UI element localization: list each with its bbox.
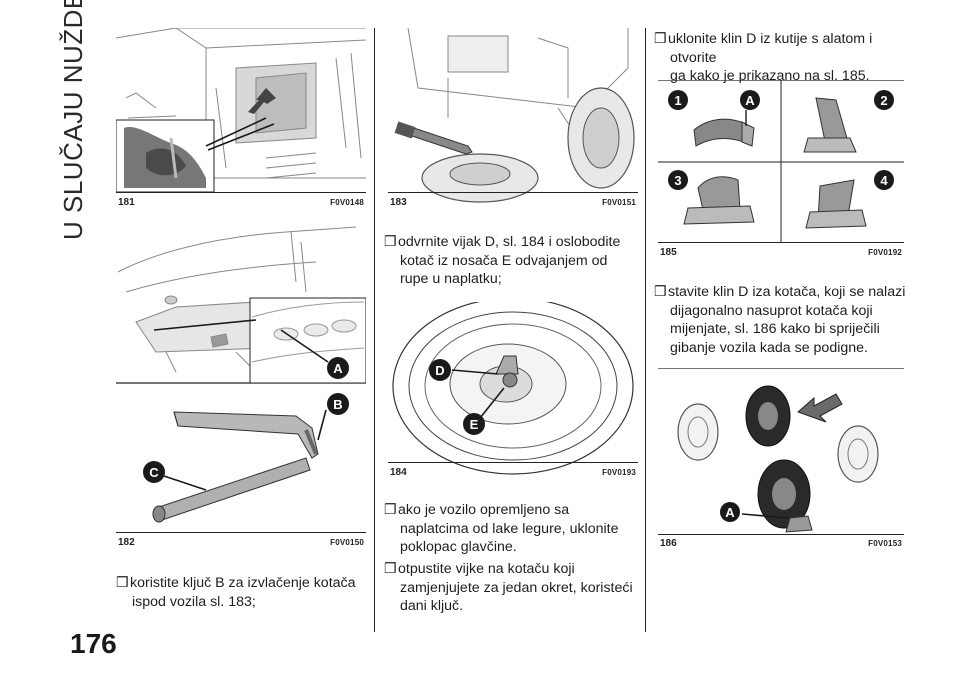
figure-code: F0V0150 [330,538,364,547]
column-divider [374,28,375,632]
figure-rule [388,192,638,194]
figure-rule [658,534,904,536]
figure-number: 185 [660,247,677,258]
callout-d: D [435,363,444,378]
callout-e: E [470,417,479,432]
figure-186-illustration: A [658,368,904,533]
figure-code: F0V0148 [330,198,364,207]
figure-rule [116,192,366,194]
callout-3: 3 [674,173,681,188]
figure-code: F0V0193 [602,468,636,477]
callout-4: 4 [880,173,888,188]
bullet-icon: ❒ [384,233,397,249]
callout-a: A [333,361,343,376]
figure-183-illustration [394,28,635,203]
figure-181-illustration [116,28,366,193]
figure-code: F0V0151 [602,198,636,207]
figure-182: A B C 182 F0V0150 [116,222,366,554]
bullet-icon: ❒ [384,560,397,576]
bullet-icon: ❒ [116,574,129,590]
callout-b: B [333,397,342,412]
bullet-icon: ❒ [654,283,667,299]
callout-a: A [745,93,755,108]
figure-number: 184 [390,467,407,478]
figure-code: F0V0153 [868,539,902,548]
figure-181: 181 F0V0148 [116,28,366,214]
figure-184-illustration: D E [392,302,634,475]
figure-code: F0V0192 [868,248,902,257]
callout-2: 2 [880,93,887,108]
callout-a: A [725,505,735,520]
callout-1: 1 [674,93,681,108]
figure-182-illustration: A B C [116,226,366,523]
figure-184: D E 184 F0V0193 [388,302,638,488]
figure-number: 182 [118,537,135,548]
instruction-item: ❒stavite klin D iza kotača, koji se nala… [654,283,906,356]
callout-c: C [149,465,159,480]
figure-186: A 186 F0V0153 [658,368,904,554]
figure-rule [388,462,638,464]
figure-183: 183 F0V0151 [388,28,638,214]
bullet-icon: ❒ [384,501,397,517]
figure-number: 181 [118,197,135,208]
figure-185: 1 A 2 3 4 185 F0V0192 [658,80,904,266]
figure-185-illustration: 1 A 2 3 4 [658,80,904,242]
figure-number: 183 [390,197,407,208]
page-number: 176 [70,628,117,659]
figure-rule [658,242,904,244]
column-divider [645,28,646,632]
bullet-icon: ❒ [654,30,667,46]
section-title: U SLUČAJU NUŽDE [58,0,88,240]
instruction-item: ❒uklonite klin D iz kutije s alatom i ot… [654,30,873,84]
figure-rule [116,532,366,534]
figure-number: 186 [660,538,677,549]
